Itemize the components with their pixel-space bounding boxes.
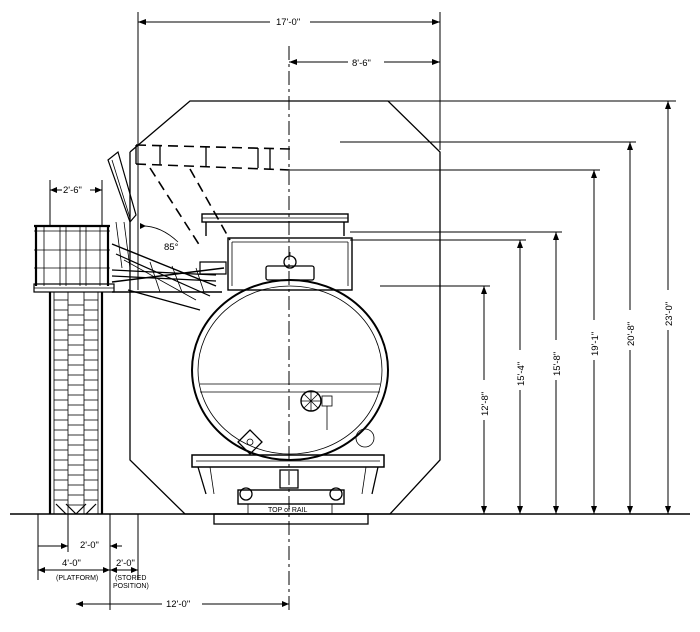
gangway-boom: 85° xyxy=(107,144,291,311)
clearance-envelope xyxy=(129,100,441,515)
dimension-ladder-width: 2'-0" xyxy=(38,514,122,610)
hazmat-placard xyxy=(237,429,263,455)
height-15-4-label: 15'-4" xyxy=(516,362,527,386)
dimension-half-width: 8'-6" xyxy=(289,55,440,69)
dimension-platform-width: 4'-0" (PLATFORM) xyxy=(37,514,110,582)
top-of-rail-label: TOP of RAIL xyxy=(268,507,308,514)
height-20-8-label: 20'-8" xyxy=(626,322,637,346)
access-platform xyxy=(33,224,115,515)
platform-note: (PLATFORM) xyxy=(56,575,98,582)
platform-width-label: 4'-0" xyxy=(62,558,81,569)
height-15-8-label: 15'-8" xyxy=(552,352,563,376)
stored-note-line1: (STORED xyxy=(115,575,146,582)
ladder-width-label: 2'-0" xyxy=(80,540,99,551)
angle-label: 85° xyxy=(164,242,179,253)
stored-width-label: 2'-0" xyxy=(116,558,135,569)
platform-top-width-label: 2'-6" xyxy=(63,185,82,196)
tank-shell xyxy=(191,279,389,461)
overall-width-label: 17'-0" xyxy=(276,17,300,28)
height-23-label: 23'-0" xyxy=(664,302,675,326)
height-19-1-label: 19'-1" xyxy=(590,332,601,356)
offset-to-center-label: 12'-0" xyxy=(166,599,190,610)
dimension-platform-top: 2'-6" xyxy=(49,180,103,226)
dimension-overall-width: 17'-0" xyxy=(137,12,441,290)
height-12-8-label: 12'-8" xyxy=(480,392,491,416)
stored-note-line2: POSITION) xyxy=(113,583,149,590)
dimension-heights: 23'-0" 20'-8" 19'-1" 15'-8" 15'-4" 12'-8… xyxy=(290,100,676,514)
half-width-label: 8'-6" xyxy=(352,58,371,69)
dimension-stored-width: 2'-0" (STORED POSITION) xyxy=(110,514,149,590)
tank-car: TOP of RAIL xyxy=(191,213,389,525)
dimension-offset-to-center: 12'-0" xyxy=(76,596,289,610)
